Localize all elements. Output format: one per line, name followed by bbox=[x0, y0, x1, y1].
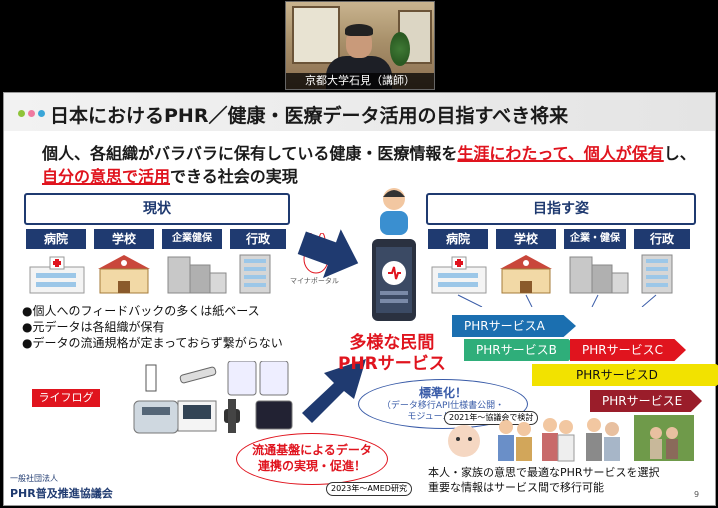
callout-title: 流通基盤によるデータ bbox=[252, 443, 372, 457]
speaker-name-caption: 京都大学石見（講師） bbox=[286, 73, 434, 89]
note-line: 本人・家族の意思で最適なPHRサービスを選択 bbox=[428, 466, 660, 479]
hospital-icon bbox=[431, 256, 487, 294]
headline-line-1: 個人、各組織がバラバラに保有している健康・医療情報を生涯にわたって、個人が保有し… bbox=[42, 140, 696, 164]
government-building-icon bbox=[641, 254, 673, 294]
note-line: 重要な情報はサービス間で移行可能 bbox=[428, 481, 604, 494]
footer-org-type: 一般社団法人 bbox=[10, 474, 58, 483]
connector-arrows-icon bbox=[457, 294, 657, 307]
school-icon bbox=[500, 255, 552, 294]
women-photo bbox=[542, 418, 575, 462]
government-building-icon bbox=[239, 254, 271, 294]
window-background bbox=[292, 6, 340, 64]
phone-app-icon bbox=[372, 239, 416, 321]
current-issues-list: ●個人へのフィードバックの多くは紙ベース ●元データは各組織が保有 ●データの流… bbox=[22, 303, 283, 351]
lifelog-devices-illustration bbox=[133, 361, 293, 434]
timeline-tag-2023: 2023年～AMED研究 bbox=[326, 482, 412, 496]
page-number: 9 bbox=[694, 490, 700, 499]
scale-icon bbox=[133, 400, 179, 434]
org-school-label: 学校 bbox=[496, 229, 556, 249]
speaker-hair bbox=[345, 24, 373, 36]
org-hospital-label: 病院 bbox=[26, 229, 86, 249]
target-buildings-illustration bbox=[431, 254, 673, 307]
list-item: ●個人へのフィードバックの多くは紙ベース bbox=[22, 304, 260, 318]
phr-service-c: PHRサービスC bbox=[570, 339, 686, 361]
label-line: 多様な民間 bbox=[349, 333, 435, 353]
org-company-label: 企業健保 bbox=[162, 229, 222, 249]
phr-service-b: PHRサービスB bbox=[464, 339, 580, 361]
smartwatch-icon bbox=[224, 399, 240, 433]
person-with-phone-illustration bbox=[372, 188, 416, 321]
dot-green-icon bbox=[18, 110, 25, 117]
callout-text: モジュール提供） bbox=[407, 412, 479, 422]
children-photo bbox=[498, 420, 532, 461]
headline-text: できる社会の実現 bbox=[170, 167, 298, 186]
private-phr-services-label: 多様な民間 PHRサービス bbox=[338, 333, 446, 375]
org-school-label: 学校 bbox=[94, 229, 154, 249]
infrastructure-callout: 流通基盤によるデータ 連携の実現・促進！ bbox=[236, 433, 388, 485]
current-state-header: 現状 bbox=[24, 193, 290, 225]
target-state-header: 目指す姿 bbox=[426, 193, 696, 225]
org-hospital-label: 病院 bbox=[428, 229, 488, 249]
label-line: PHRサービス bbox=[338, 354, 446, 374]
arrow-up-right-icon bbox=[302, 359, 366, 423]
lifelog-badge: ライフログ bbox=[32, 389, 100, 407]
headline-highlight: 自分の意思で活用 bbox=[42, 167, 171, 186]
org-government-label: 行政 bbox=[634, 229, 690, 249]
callout-title: 標準化！ bbox=[418, 386, 467, 400]
headline-highlight: 生涯にわたって、個人が保有 bbox=[457, 144, 664, 163]
title-bar: 日本におけるPHR／健康・医療データ活用の目指すべき将来 bbox=[4, 93, 715, 131]
baby-photo bbox=[448, 425, 480, 457]
current-buildings-illustration bbox=[29, 254, 271, 294]
blood-pressure-monitor-icon bbox=[177, 400, 217, 432]
phr-service-d: PHRサービスD bbox=[532, 364, 718, 386]
presentation-slide: 日本におけるPHR／健康・医療データ活用の目指すべき将来 個人、各組織がバラバラ… bbox=[3, 92, 718, 506]
org-government-label: 行政 bbox=[230, 229, 286, 249]
slide-title: 日本におけるPHR／健康・医療データ活用の目指すべき将来 bbox=[50, 105, 569, 127]
timeline-tag-2021: 2021年～協議会で検討 bbox=[444, 411, 539, 425]
school-icon bbox=[98, 255, 150, 294]
list-item: ●データの流通規格が定まっておらず繋がらない bbox=[22, 336, 283, 350]
org-company-label: 企業・健保 bbox=[564, 229, 626, 249]
hospital-icon bbox=[29, 256, 85, 294]
speaker-video-tile[interactable]: 京都大学石見（講師） bbox=[285, 1, 435, 90]
pedometer-icon bbox=[179, 366, 217, 384]
plant-icon bbox=[390, 32, 410, 66]
footer-org-name: PHR普及推進協議会 bbox=[10, 487, 113, 500]
arrow-right-icon bbox=[297, 229, 359, 279]
mynaportal-label: マイナポータル bbox=[290, 277, 339, 285]
bottom-note: 本人・家族の意思で最適なPHRサービスを選択 重要な情報はサービス間で移行可能 bbox=[428, 465, 660, 495]
dot-pink-icon bbox=[28, 110, 35, 117]
dot-blue-icon bbox=[38, 110, 45, 117]
standardization-callout: 標準化！ （データ移行API仕様書公開・ モジュール提供） bbox=[358, 379, 528, 429]
phr-service-a: PHRサービスA bbox=[452, 315, 576, 337]
phr-service-e: PHRサービスE bbox=[590, 390, 702, 412]
smartphone-screens-icon bbox=[227, 361, 293, 430]
company-building-icon bbox=[569, 256, 629, 294]
people-photos-illustration bbox=[448, 415, 694, 462]
headline-text: し、 bbox=[663, 144, 696, 163]
person-icon bbox=[380, 188, 408, 235]
list-item: ●元データは各組織が保有 bbox=[22, 320, 165, 334]
company-building-icon bbox=[167, 256, 227, 294]
callout-text: （データ移行API仕様書公開・ bbox=[381, 401, 505, 411]
thermometer-icon bbox=[145, 364, 157, 392]
headline-text: 個人、各組織がバラバラに保有している健康・医療情報を bbox=[42, 144, 458, 163]
callout-title: 連携の実現・促進！ bbox=[257, 459, 366, 473]
elderly-photo bbox=[586, 418, 620, 461]
elderly-couple-photo bbox=[634, 415, 694, 461]
headline-line-2: 自分の意思で活用できる社会の実現 bbox=[42, 163, 298, 187]
